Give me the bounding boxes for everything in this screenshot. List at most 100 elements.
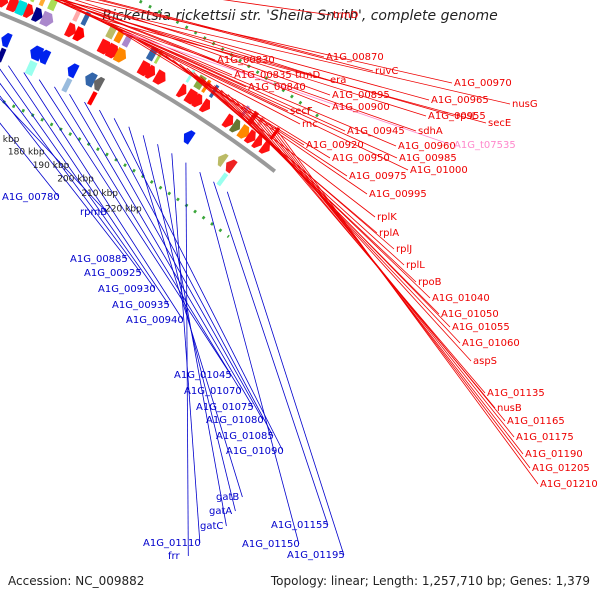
- forward-leader-line: [122, 31, 453, 146]
- forward-leader-line: [165, 55, 376, 218]
- forward-gene-block: [30, 0, 35, 3]
- forward-gene-block: [144, 64, 156, 79]
- forward-gene-label: A1G_01055: [452, 322, 510, 333]
- forward-gene-block: [72, 26, 85, 42]
- reverse-gene-label: A1G_01045: [174, 370, 232, 381]
- forward-gene-label: rplL: [406, 260, 425, 271]
- forward-gene-label: A1G_t07535: [454, 140, 516, 151]
- forward-leader-line: [61, 0, 430, 101]
- forward-gene-label: A1G_00970: [454, 78, 512, 89]
- forward-gene-label: rnc: [302, 119, 318, 130]
- forward-gene-label: A1G_01210: [540, 479, 598, 490]
- reverse-leader-line: [199, 171, 300, 545]
- reverse-gene-label: A1G_00935: [112, 300, 170, 311]
- scale-tick-label: 170 kbp: [0, 135, 20, 145]
- reverse-gene-block: [217, 153, 229, 168]
- forward-leader-line: [107, 23, 305, 146]
- forward-leader-line: [100, 20, 417, 132]
- reverse-gene-label: A1G_01090: [226, 446, 284, 457]
- forward-gene-block: [185, 69, 196, 83]
- forward-leader-line: [179, 63, 395, 250]
- forward-gene-label: nusB: [497, 403, 522, 414]
- forward-leader-line: [55, 0, 233, 76]
- forward-gene-label: trmD: [333, 10, 359, 21]
- scale-tick-label: 190 kbp: [33, 161, 70, 171]
- reverse-gene-block: [0, 47, 7, 63]
- reverse-leader-line: [23, 72, 184, 321]
- forward-gene-label: rplK: [377, 212, 397, 223]
- forward-gene-label: A1G_00895: [332, 90, 390, 101]
- reverse-leader-line: [99, 109, 274, 437]
- summary-text: Topology: linear; Length: 1,257,710 bp; …: [270, 574, 590, 588]
- forward-leader-line: [71, 5, 455, 117]
- forward-gene-label: A1G_01175: [516, 432, 574, 443]
- reverse-gene-label: A1G_01080: [206, 415, 264, 426]
- forward-gene-label: A1G_00945: [347, 126, 405, 137]
- forward-gene-block: [39, 10, 54, 27]
- forward-gene-label: A1G_01000: [410, 165, 468, 176]
- forward-leader-line: [56, 0, 511, 105]
- reverse-gene-label: A1G_01150: [242, 539, 300, 550]
- forward-gene-label: A1G_01040: [432, 293, 490, 304]
- forward-gene-block: [221, 113, 234, 128]
- reverse-leader-line: [0, 68, 156, 290]
- forward-gene-label: secE: [488, 118, 511, 129]
- reverse-gene-block: [93, 76, 106, 92]
- genome-backbone: [0, 11, 277, 173]
- forward-gene-block: [47, 0, 59, 12]
- forward-leader-line: [274, 127, 539, 485]
- reverse-leader-line: [54, 86, 242, 392]
- forward-gene-label: nusG: [512, 99, 538, 110]
- reverse-gene-label: gatA: [209, 506, 232, 517]
- forward-gene-block: [258, 140, 271, 154]
- forward-gene-block: [152, 69, 166, 85]
- forward-gene-label: era: [330, 75, 346, 86]
- forward-leader-line: [101, 0, 325, 58]
- forward-gene-label: aspS: [473, 356, 497, 367]
- map-title: Rickettsia rickettsii str. 'Sheila Smith…: [102, 8, 498, 24]
- reverse-gene-block: [61, 77, 73, 93]
- reverse-gene-label: A1G_00925: [84, 268, 142, 279]
- forward-gene-label: A1G_00995: [369, 189, 427, 200]
- forward-gene-block: [175, 83, 187, 98]
- reverse-leader-line: [213, 181, 329, 526]
- forward-gene-block: [228, 118, 241, 133]
- forward-gene-block: [112, 46, 127, 63]
- forward-gene-block: [64, 22, 76, 38]
- scale-tick-label: 200 kbp: [57, 175, 94, 185]
- forward-gene-label: A1G_00835 trmD: [234, 70, 321, 81]
- reverse-gene-label: A1G_01110: [143, 538, 201, 549]
- scale-tick-label: 210 kbp: [81, 189, 118, 199]
- reverse-leader-line: [128, 126, 243, 498]
- reverse-leader-line: [226, 191, 345, 556]
- label-leader-lines: [0, 0, 539, 557]
- forward-gene-block: [191, 93, 203, 108]
- reverse-gene-label: gatB: [216, 492, 239, 503]
- backbone-arc: [0, 11, 277, 173]
- forward-gene-label: A1G_00985: [399, 153, 457, 164]
- forward-leader-line: [84, 0, 453, 84]
- forward-gene-label: A1G_00955: [428, 111, 486, 122]
- forward-gene-label: rplJ: [396, 244, 412, 255]
- forward-gene-label: A1G_00830: [217, 55, 275, 66]
- accession-text: Accession: NC_009882: [8, 574, 145, 588]
- feature-tracks: [0, 0, 281, 187]
- forward-gene-block: [72, 7, 83, 22]
- reverse-leader-line: [0, 98, 107, 213]
- forward-leader-line: [136, 39, 398, 159]
- forward-gene-block: [198, 98, 211, 113]
- forward-leader-line: [254, 112, 515, 438]
- reverse-leader-line: [38, 79, 232, 376]
- forward-gene-label: A1G_00975: [349, 171, 407, 182]
- reverse-gene-label: gatC: [200, 521, 223, 532]
- reverse-gene-label: A1G_00930: [98, 284, 156, 295]
- forward-gene-block: [243, 129, 256, 144]
- forward-gene-label: rplA: [379, 228, 399, 239]
- reverse-gene-block: [85, 72, 98, 88]
- forward-gene-label: A1G_00840: [248, 82, 306, 93]
- reverse-gene-label: rpmB: [80, 207, 107, 218]
- scale-tick-label: 220 kbp: [105, 204, 142, 214]
